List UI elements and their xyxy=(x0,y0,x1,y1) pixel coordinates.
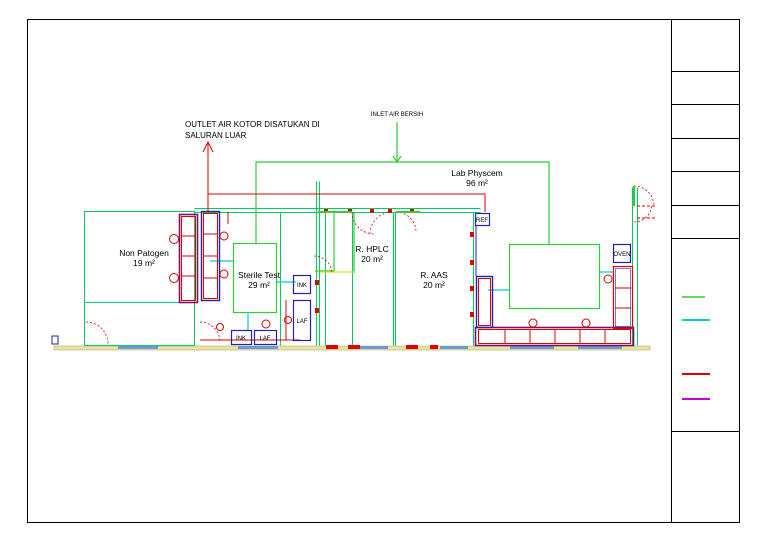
room-name-physcem: Lab Physcem xyxy=(451,168,503,178)
label-ink-1: INK xyxy=(236,336,246,342)
chair-symbols xyxy=(169,231,613,331)
room-area-sterile-test: 29 m² xyxy=(248,280,270,290)
title-block xyxy=(671,71,740,432)
cyan-ducts xyxy=(210,260,614,330)
room-labels: Non Patogen 19 m² Sterile Test 29 m² R. … xyxy=(119,168,503,290)
room-name-non-patogen: Non Patogen xyxy=(119,248,169,258)
room-walls xyxy=(84,181,638,346)
sheet-frame xyxy=(27,19,740,523)
clean-air-ducts xyxy=(232,122,601,314)
room-area-aas: 20 m² xyxy=(423,280,445,290)
wall-markers xyxy=(315,209,474,317)
equipment-labels: INK LAF INK LAF REF OVEN xyxy=(236,218,631,342)
room-name-sterile-test: Sterile Test xyxy=(238,270,281,280)
inlet-annotation: INLET AIR BERSIH xyxy=(371,112,423,118)
door-swings xyxy=(85,185,655,345)
label-oven: OVEN xyxy=(613,252,630,258)
room-area-hplc: 20 m² xyxy=(361,254,383,264)
green-door-markers xyxy=(318,186,635,213)
room-name-aas: R. AAS xyxy=(420,270,448,280)
label-ref: REF xyxy=(476,218,488,224)
room-area-physcem: 96 m² xyxy=(466,178,488,188)
dirty-air-ducts xyxy=(200,140,656,341)
room-name-hplc: R. HPLC xyxy=(355,244,389,254)
legend xyxy=(682,296,710,400)
outlet-annotation-line1: OUTLET AIR KOTOR DISATUKAN DI xyxy=(185,120,320,129)
annotations: INLET AIR BERSIH OUTLET AIR KOTOR DISATU… xyxy=(185,112,423,140)
label-ink-2: INK xyxy=(297,283,307,289)
room-area-non-patogen: 19 m² xyxy=(133,258,155,268)
label-laf-2: LAF xyxy=(296,319,307,325)
equipment-benches xyxy=(178,210,635,347)
outlet-annotation-line2: SALURAN LUAR xyxy=(185,131,247,140)
label-laf-1: LAF xyxy=(259,336,270,342)
floor-strip xyxy=(51,335,651,351)
